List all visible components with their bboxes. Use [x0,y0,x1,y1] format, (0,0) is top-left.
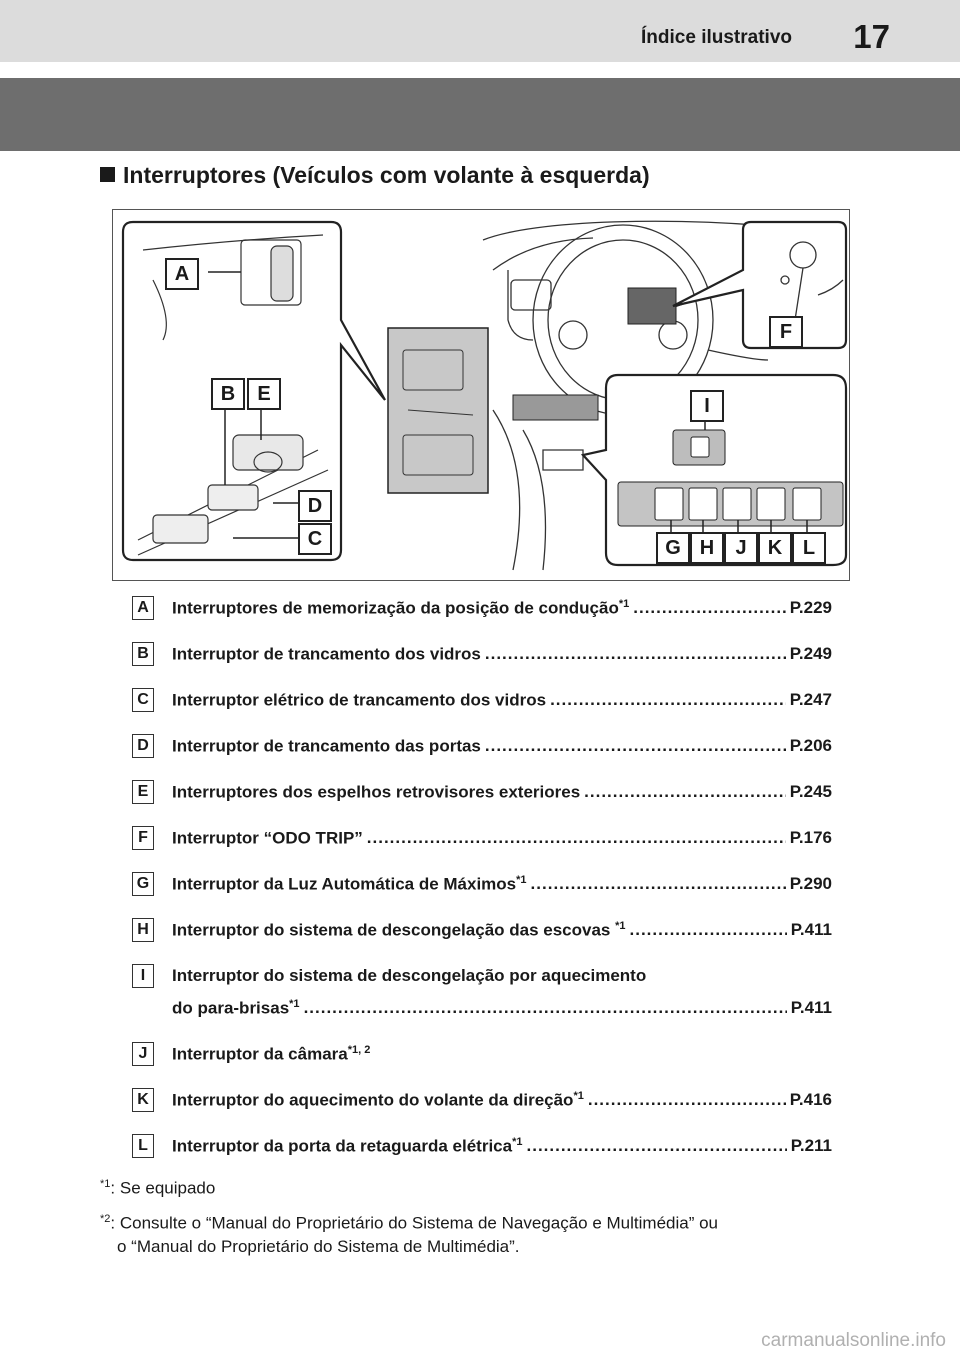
item-text: Interruptor do sistema de descongelação … [172,920,616,940]
item-sup: *1 [289,998,300,1010]
item-key: H [132,918,154,942]
footnote-text: : Consulte o “Manual do Proprietário do … [110,1213,719,1233]
item-key: D [132,734,154,758]
footnote-mark: *1 [100,1178,111,1190]
page-ref[interactable]: P.206 [789,736,832,755]
page-ref[interactable]: P.229 [789,598,832,617]
item-key: E [132,780,154,804]
section-heading-text: Interruptores (Veículos com volante à es… [123,162,650,188]
item-sup: *1 [618,598,630,610]
item-key: C [132,688,154,712]
figure-label-k: K [758,532,792,564]
page-ref[interactable]: P.411 [790,998,832,1017]
figure-label-b: B [211,378,245,410]
figure-label-c: C [298,523,332,555]
item-text: Interruptor de trancamento dos vidros [172,644,481,664]
item-key: L [132,1134,154,1158]
page-ref[interactable]: P.290 [789,874,832,893]
item-sup: *1 [573,1090,584,1102]
item-key: B [132,642,154,666]
footnote-text-2: o “Manual do Proprietário do Sistema de … [117,1236,520,1256]
item-sup: *1 [615,920,626,932]
item-key: F [132,826,154,850]
page-ref[interactable]: P.245 [789,782,832,801]
item-text: Interruptor elétrico de trancamento dos … [172,690,547,710]
item-sup: *1, 2 [347,1044,371,1056]
item-key: A [132,596,154,620]
item-text: Interruptor de trancamento das portas [172,736,481,756]
item-sup: *1 [516,874,527,886]
footnote-text: : Se equipado [110,1178,216,1198]
item-text: Interruptor da Luz Automática de Máximos [172,874,517,894]
item-key: I [132,964,154,988]
figure-label-h: H [690,532,724,564]
header-title: Índice ilustrativo [641,27,792,48]
item-text: Interruptor da câmara [172,1044,348,1064]
page-number: 17 [853,18,890,55]
item-key: J [132,1042,154,1066]
figure-label-e: E [247,378,281,410]
figure-label-l: L [792,532,826,564]
figure-label-g: G [656,532,690,564]
item-key: G [132,872,154,896]
item-text: Interruptor da porta da retaguarda elétr… [172,1136,513,1156]
item-text-2: do para-brisas [172,998,290,1018]
item-text: Interruptor do sistema de descongelação … [172,966,647,985]
watermark: carmanualsonline.info [761,1330,946,1351]
item-text: Interruptores dos espelhos retrovisores … [172,782,581,802]
page-ref[interactable]: P.247 [789,690,832,709]
footnote-2: *2: Consulte o “Manual do Proprietário d… [100,1208,718,1258]
item-key: K [132,1088,154,1112]
page-header: Índice ilustrativo 17 [0,0,960,62]
item-text: Interruptor “ODO TRIP” [172,828,363,848]
page-ref[interactable]: P.416 [789,1090,832,1109]
page-ref[interactable]: P.211 [790,1136,832,1155]
figure-label-a: A [165,258,199,290]
footnote-1: *1: Se equipado [100,1173,215,1200]
footnote-mark: *2 [100,1213,111,1225]
page-ref[interactable]: P.176 [789,828,832,847]
header-band [0,78,960,151]
item-text: Interruptor do aquecimento do volante da… [172,1090,574,1110]
figure-label-d: D [298,490,332,522]
section-heading: Interruptores (Veículos com volante à es… [100,162,650,189]
square-bullet-icon [100,167,115,182]
figure-label-i: I [690,390,724,422]
figure-label-j: J [724,532,758,564]
item-text: Interruptores de memorização da posição … [172,598,619,618]
page-ref[interactable]: P.411 [790,920,832,939]
item-sup: *1 [512,1136,523,1148]
illustration-figure: A B E D C F I G H J K L [112,209,850,581]
page-ref[interactable]: P.249 [789,644,832,663]
figure-label-f: F [769,316,803,348]
